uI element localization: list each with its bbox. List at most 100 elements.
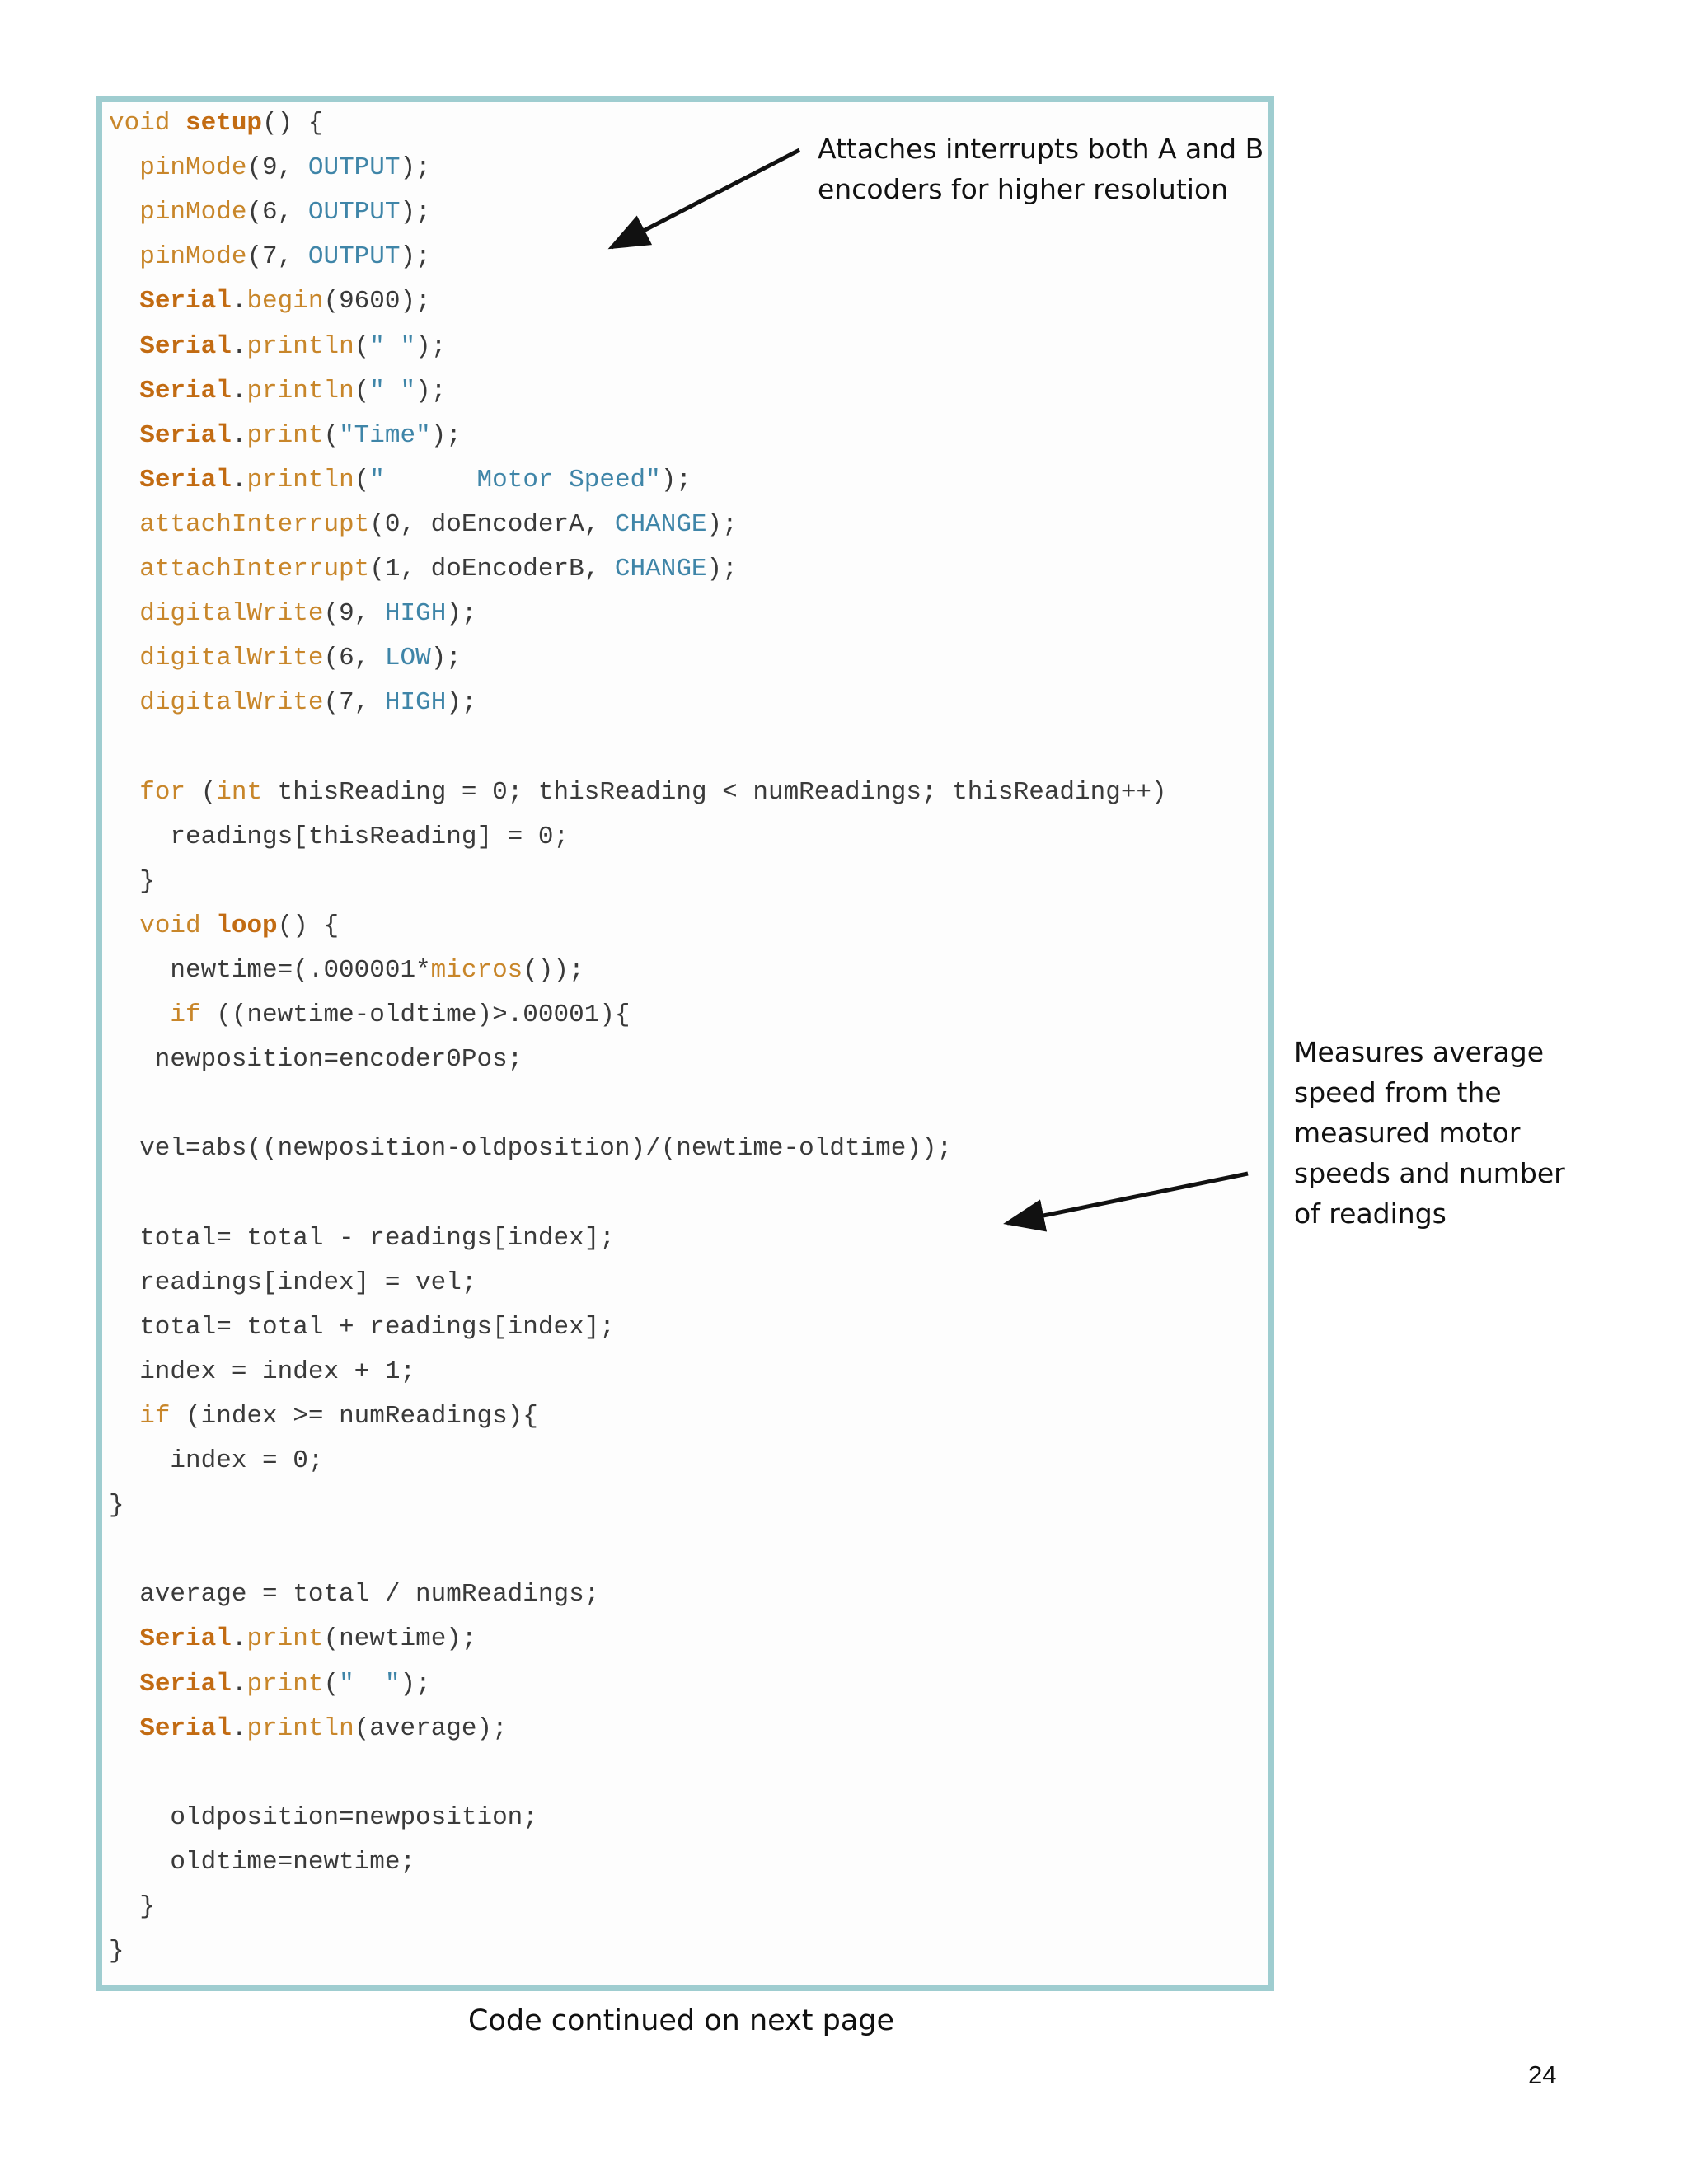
code-token: OUTPUT: [307, 198, 401, 227]
code-token: }: [109, 1491, 124, 1521]
code-token: );: [446, 688, 477, 718]
code-line: newposition=encoder0Pos;: [109, 1043, 523, 1076]
code-token: () {: [262, 109, 324, 138]
code-line: void loop() {: [109, 910, 339, 943]
code-token: index = index + 1;: [109, 1357, 416, 1386]
code-token: (6,: [323, 644, 385, 673]
code-line: Serial.print("Time");: [109, 419, 462, 452]
code-token: int: [216, 777, 263, 807]
code-token: );: [400, 1669, 431, 1699]
code-token: index = 0;: [109, 1446, 324, 1475]
code-token: setup: [185, 109, 263, 138]
code-token: Serial: [139, 420, 232, 450]
code-line: oldposition=newposition;: [109, 1802, 538, 1835]
code-token: newposition=encoder0Pos;: [109, 1045, 523, 1075]
code-token: total= total + readings[index];: [109, 1312, 615, 1342]
code-token: );: [446, 599, 477, 629]
code-token: () {: [277, 911, 340, 940]
code-token: loop: [216, 911, 278, 940]
code-line: total= total + readings[index];: [109, 1311, 615, 1344]
code-line: }: [109, 1489, 124, 1522]
code-token: Serial: [139, 331, 232, 361]
average-speed-arrow: [1003, 1171, 1249, 1232]
code-line: attachInterrupt(0, doEncoderA, CHANGE);: [109, 509, 738, 541]
code-token: oldposition=newposition;: [109, 1802, 538, 1832]
code-line: }: [109, 1891, 155, 1924]
code-line: Serial.print(" ");: [109, 1668, 431, 1701]
code-token: (average);: [354, 1713, 508, 1743]
code-line: oldtime=newtime;: [109, 1846, 415, 1879]
code-token: );: [430, 644, 462, 673]
code-token: );: [430, 420, 462, 450]
annotation-line: of readings: [1294, 1197, 1447, 1230]
code-line: readings[thisReading] = 0;: [109, 821, 569, 854]
code-token: average = total / numReadings;: [109, 1580, 600, 1610]
code-token: }: [109, 1892, 155, 1921]
code-token: digitalWrite: [139, 688, 324, 718]
code-token: Serial: [139, 376, 232, 405]
code-token: );: [400, 242, 431, 272]
code-token: void: [109, 109, 186, 138]
code-line: Serial.println(" Motor Speed");: [109, 464, 692, 497]
code-token: println: [246, 1713, 354, 1743]
code-token: );: [706, 555, 738, 583]
code-line: average = total / numReadings;: [109, 1578, 599, 1611]
code-token: .: [231, 1624, 247, 1654]
code-token: );: [400, 153, 431, 183]
code-token: print: [246, 1669, 324, 1699]
code-line: if ((newtime-oldtime)>.00001){: [109, 999, 631, 1032]
code-line: pinMode(6, OUTPUT);: [109, 196, 431, 229]
code-token: newtime=(.000001*: [109, 955, 431, 985]
code-token: .: [231, 1713, 247, 1743]
code-token: .: [231, 465, 247, 494]
code-token: Serial: [139, 465, 232, 494]
code-token: );: [415, 331, 447, 361]
code-line: Serial.print(newtime);: [109, 1623, 476, 1656]
code-token: for: [139, 777, 186, 807]
code-token: " ": [369, 331, 416, 361]
code-token: ());: [523, 955, 584, 985]
code-token: attachInterrupt: [139, 555, 370, 583]
code-token: (7,: [246, 242, 308, 272]
code-line: void setup() {: [109, 107, 323, 140]
code-token: begin: [246, 287, 324, 316]
annotation-line: encoders for higher resolution: [818, 173, 1229, 205]
code-token: Serial: [139, 1713, 232, 1743]
code-token: OUTPUT: [307, 242, 401, 272]
code-token: (9,: [246, 153, 308, 183]
code-token: .: [231, 420, 247, 450]
code-token: println: [246, 465, 354, 494]
code-line: Serial.println(" ");: [109, 330, 446, 363]
annotation-line: measured motor: [1294, 1117, 1521, 1149]
code-token: ((newtime-oldtime)>.00001){: [200, 1001, 631, 1029]
page-number: 24: [1528, 2060, 1557, 2089]
code-line: for (int thisReading = 0; thisReading < …: [109, 776, 1167, 809]
code-token: void: [139, 911, 217, 940]
code-line: newtime=(.000001*micros());: [109, 954, 584, 987]
code-token: OUTPUT: [307, 153, 401, 183]
code-token: (: [354, 465, 370, 494]
code-token: }: [109, 866, 155, 896]
code-token: LOW: [384, 644, 431, 673]
code-token: Serial: [139, 1624, 232, 1654]
code-token: (9600);: [323, 287, 431, 316]
code-token: digitalWrite: [139, 644, 324, 673]
code-line: index = 0;: [109, 1445, 323, 1478]
code-line: if (index >= numReadings){: [109, 1400, 538, 1433]
interrupts-arrow: [607, 148, 801, 250]
code-token: .: [231, 1669, 247, 1699]
code-token: print: [246, 1624, 324, 1654]
code-token: println: [246, 376, 354, 405]
code-line: index = index + 1;: [109, 1356, 415, 1389]
code-token: if: [139, 1401, 171, 1431]
code-token: thisReading = 0; thisReading < numReadin…: [262, 777, 1167, 807]
code-token: " Motor Speed": [369, 465, 661, 494]
code-token: (: [354, 331, 370, 361]
code-frame: [96, 96, 1274, 1991]
code-token: (7,: [323, 688, 385, 718]
code-token: if: [170, 1001, 201, 1029]
code-line: Serial.println(average);: [109, 1713, 508, 1746]
continuation-caption: Code continued on next page: [468, 2004, 895, 2037]
code-token: readings[thisReading] = 0;: [109, 822, 570, 851]
code-token: }: [109, 1937, 124, 1966]
